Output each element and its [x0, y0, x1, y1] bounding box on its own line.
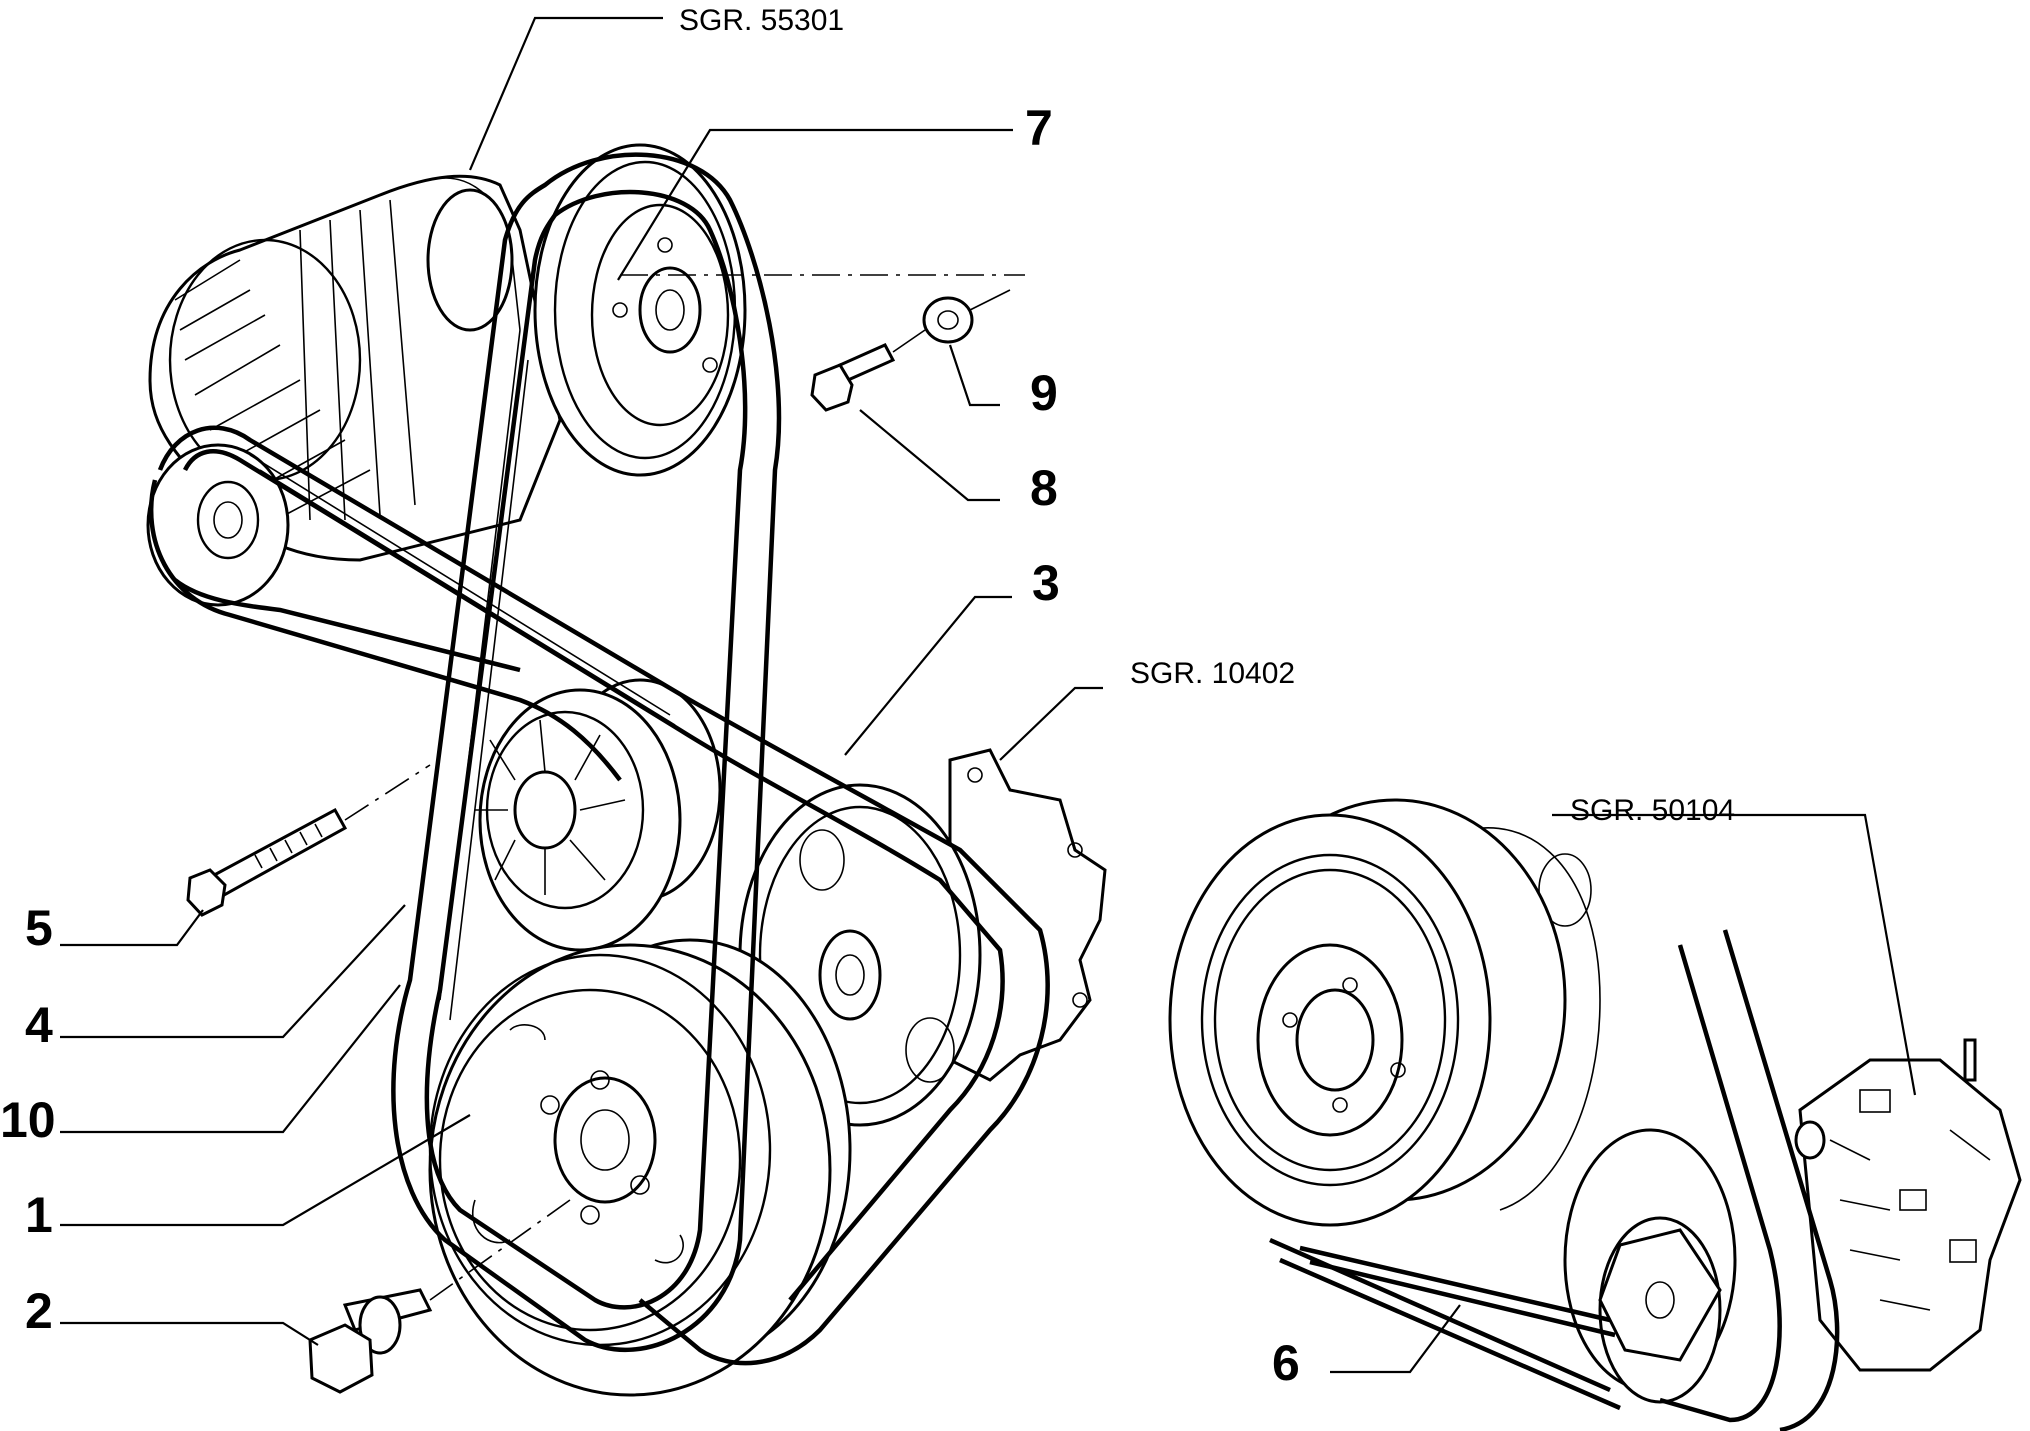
bolt-8	[810, 343, 896, 412]
part-4-label: 4	[25, 997, 53, 1053]
part-10-label: 10	[0, 1092, 56, 1148]
part-6-label: 6	[1272, 1335, 1300, 1391]
bolt-2-with-washer	[308, 1199, 571, 1394]
ref-pump-label: SGR. 50104	[1570, 794, 1735, 827]
part-8-label: 8	[1030, 460, 1058, 516]
ref-compressor-label: SGR. 10402	[1130, 657, 1295, 690]
part-7-label: 7	[1025, 100, 1053, 156]
bolt-5	[186, 764, 431, 917]
left-idler-pulley	[146, 443, 290, 607]
part-1-label: 1	[25, 1187, 53, 1243]
accessory-belt	[149, 425, 1050, 1366]
washer-9	[922, 296, 974, 344]
part-2-label: 2	[25, 1283, 53, 1339]
tensioner-pulley	[475, 678, 722, 952]
leader-lines	[60, 16, 1917, 1374]
part-5-label: 5	[25, 900, 53, 956]
crankshaft-pulley	[428, 938, 852, 1397]
part-3-label: 3	[1032, 555, 1060, 611]
crank-damper-pulley-detail	[1168, 798, 1601, 1227]
part-9-label: 9	[1030, 365, 1058, 421]
injection-pump-detail	[1269, 929, 2022, 1431]
bolt-8-axis-line	[892, 289, 1011, 353]
alternator-pulley	[533, 143, 747, 477]
ref-alternator-label: SGR. 55301	[679, 4, 844, 37]
